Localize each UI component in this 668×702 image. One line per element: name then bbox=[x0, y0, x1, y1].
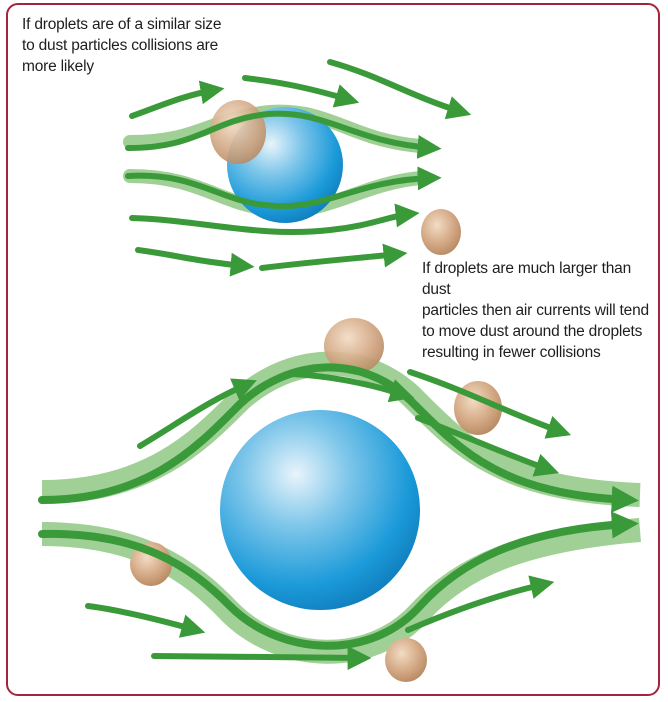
airflow-arrow bbox=[245, 78, 350, 100]
airflow-arrow bbox=[154, 656, 362, 658]
airflow-arrow bbox=[138, 250, 245, 266]
dust-particle bbox=[421, 209, 461, 255]
bottom-scene bbox=[42, 318, 640, 682]
airflow-arrow bbox=[330, 62, 462, 112]
airflow-arrow bbox=[132, 90, 215, 116]
caption-similar-size: If droplets are of a similar size to dus… bbox=[22, 14, 282, 77]
airflow-arrow bbox=[88, 606, 196, 630]
airflow-arrow bbox=[262, 254, 398, 268]
dust-particle bbox=[385, 638, 427, 682]
caption-much-larger: If droplets are much larger than dust pa… bbox=[422, 258, 662, 363]
dust-particle bbox=[210, 100, 266, 164]
top-scene bbox=[128, 62, 462, 268]
large-droplet bbox=[220, 410, 420, 610]
